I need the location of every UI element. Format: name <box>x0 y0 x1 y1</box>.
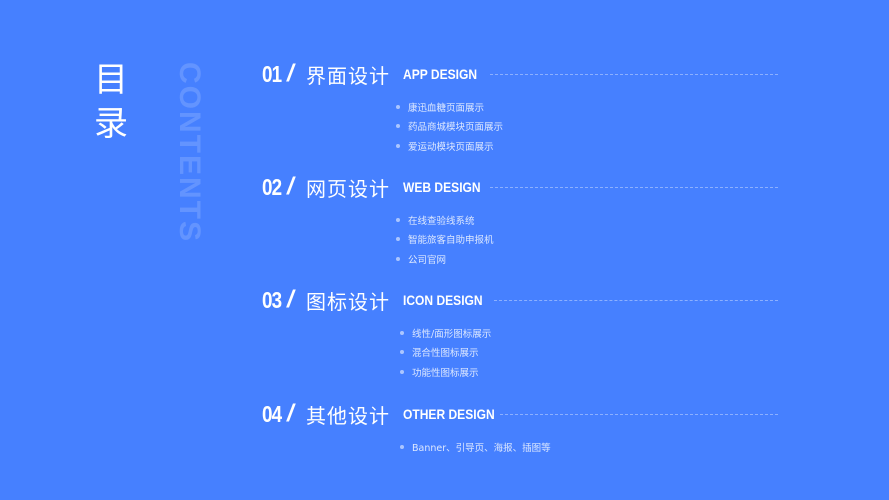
title-chinese: 目 录 <box>94 58 134 146</box>
title-english-watermark: CONTENTS <box>173 62 206 243</box>
section-title-en: OTHER DESIGN <box>403 406 495 422</box>
section-number: 04 <box>262 400 282 427</box>
dashed-divider <box>490 187 778 188</box>
title-char-1: 目 <box>94 60 128 100</box>
item-label: 爱运动模块页面展示 <box>408 141 494 153</box>
bullet-icon <box>400 330 404 335</box>
item-label: 在线查验线系统 <box>408 215 475 227</box>
list-item: 康迅血糖页面展示 <box>396 97 782 117</box>
list-item: 爱运动模块页面展示 <box>396 136 782 156</box>
item-label: 功能性图标展示 <box>412 367 479 379</box>
section-items: Banner、引导页、海报、插图等 <box>400 437 782 457</box>
item-label: 混合性图标展示 <box>412 348 479 360</box>
section-number: 02 <box>262 173 282 200</box>
item-label: 康迅血糖页面展示 <box>408 102 485 114</box>
dashed-divider <box>500 414 778 415</box>
section-title-cn: 界面设计 <box>306 63 390 88</box>
section-items: 线性/面形图标展示 混合性图标展示 功能性图标展示 <box>400 323 782 382</box>
list-item: 混合性图标展示 <box>400 343 782 363</box>
section-other-design: 04 / 其他设计 OTHER DESIGN Banner、引导页、海报、插图等 <box>262 398 782 457</box>
section-title-cn: 图标设计 <box>306 289 390 314</box>
bullet-icon <box>400 369 404 374</box>
item-label: 药品商城模块页面展示 <box>408 122 504 134</box>
section-header: 04 / 其他设计 OTHER DESIGN <box>262 398 782 430</box>
list-item: Banner、引导页、海报、插图等 <box>400 437 782 457</box>
section-title-en: WEB DESIGN <box>403 179 481 195</box>
item-label: 智能旅客自助申报机 <box>408 235 494 247</box>
contents-title: 目 录 CONTENTS <box>94 58 206 258</box>
bullet-icon <box>400 350 404 355</box>
section-number: 01 <box>262 60 282 87</box>
bullet-icon <box>396 143 400 148</box>
section-number: 03 <box>262 286 282 313</box>
list-item: 在线查验线系统 <box>396 210 782 230</box>
section-title-en: ICON DESIGN <box>403 292 483 308</box>
dashed-divider <box>490 74 778 75</box>
item-label: Banner、引导页、海报、插图等 <box>412 442 551 454</box>
section-app-design: 01 / 界面设计 APP DESIGN 康迅血糖页面展示 药品商城模块页面展示… <box>262 58 782 156</box>
item-label: 公司官网 <box>408 254 447 266</box>
slash-icon: / <box>287 60 294 87</box>
bullet-icon <box>396 124 400 129</box>
bullet-icon <box>396 104 400 109</box>
bullet-icon <box>400 444 404 449</box>
slash-icon: / <box>287 286 294 313</box>
section-items: 在线查验线系统 智能旅客自助申报机 公司官网 <box>396 210 782 269</box>
list-item: 药品商城模块页面展示 <box>396 117 782 137</box>
bullet-icon <box>396 237 400 242</box>
section-items: 康迅血糖页面展示 药品商城模块页面展示 爱运动模块页面展示 <box>396 97 782 156</box>
section-header: 01 / 界面设计 APP DESIGN <box>262 58 782 90</box>
title-char-2: 录 <box>94 104 128 144</box>
section-title-cn: 网页设计 <box>306 176 390 201</box>
section-title-en: APP DESIGN <box>403 66 478 82</box>
dashed-divider <box>494 300 778 301</box>
section-header: 02 / 网页设计 WEB DESIGN <box>262 171 782 203</box>
section-web-design: 02 / 网页设计 WEB DESIGN 在线查验线系统 智能旅客自助申报机 公… <box>262 171 782 269</box>
bullet-icon <box>396 217 400 222</box>
list-item: 线性/面形图标展示 <box>400 323 782 343</box>
item-label: 线性/面形图标展示 <box>412 328 492 340</box>
section-icon-design: 03 / 图标设计 ICON DESIGN 线性/面形图标展示 混合性图标展示 … <box>262 284 782 382</box>
bullet-icon <box>396 256 400 261</box>
list-item: 公司官网 <box>396 249 782 269</box>
section-title-cn: 其他设计 <box>306 403 390 428</box>
list-item: 功能性图标展示 <box>400 362 782 382</box>
section-header: 03 / 图标设计 ICON DESIGN <box>262 284 782 316</box>
slash-icon: / <box>287 400 294 427</box>
slash-icon: / <box>287 173 294 200</box>
list-item: 智能旅客自助申报机 <box>396 230 782 250</box>
